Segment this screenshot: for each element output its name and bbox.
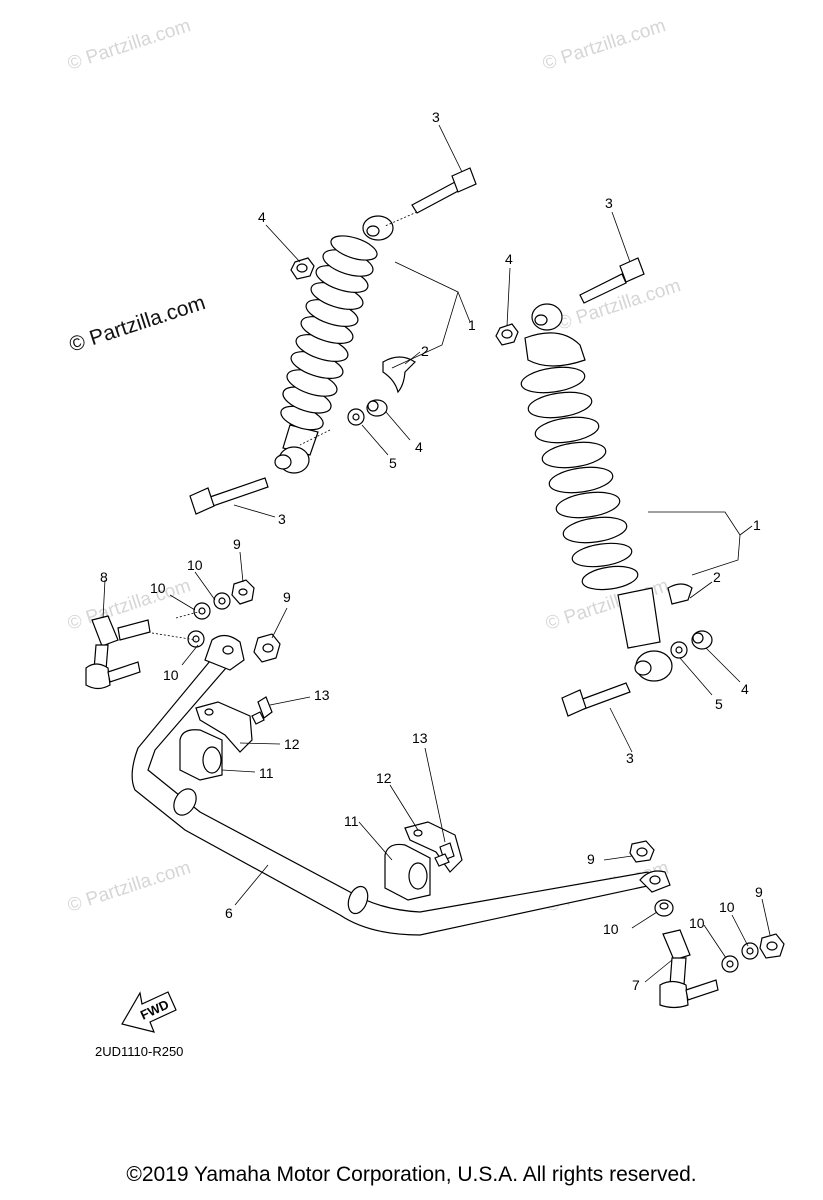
callout-4: 4 <box>258 209 266 225</box>
callout-3: 3 <box>626 750 634 766</box>
callout-10: 10 <box>603 921 619 937</box>
callout-2: 2 <box>713 569 721 585</box>
callout-10: 10 <box>150 580 166 596</box>
callout-12: 12 <box>284 736 300 752</box>
left-link-washer-lower <box>187 630 205 648</box>
right-link-nut-lower <box>759 933 785 959</box>
callout-3: 3 <box>278 511 286 527</box>
left-washer <box>347 408 365 426</box>
right-lower-bolt <box>561 682 631 717</box>
left-bushing <box>179 729 223 781</box>
left-end-link <box>85 615 151 690</box>
right-lower-collar <box>691 630 713 650</box>
callout-3: 3 <box>432 109 440 125</box>
right-coil-spring <box>520 366 639 591</box>
right-bracket-bolt <box>434 842 455 867</box>
callout-11: 11 <box>344 813 359 829</box>
callout-8: 8 <box>100 569 108 585</box>
left-link-washer-upper <box>213 592 231 610</box>
callout-5: 5 <box>389 455 397 471</box>
callout-12: 12 <box>376 770 392 786</box>
callout-10: 10 <box>187 557 203 573</box>
watermark: © Partzilla.com <box>65 15 193 75</box>
right-bushing <box>384 843 431 901</box>
callout-9: 9 <box>283 589 291 605</box>
left-bracket-bolt <box>251 696 273 725</box>
left-link-nut-lower <box>253 633 281 663</box>
callout-10: 10 <box>719 899 735 915</box>
right-cover-2 <box>667 583 693 605</box>
stabilizer-bar <box>131 634 671 936</box>
leader-lines <box>102 124 771 983</box>
left-lower-bolt <box>189 477 269 515</box>
fwd-arrow: FWD <box>121 991 177 1033</box>
left-cover-2 <box>382 356 416 394</box>
right-end-link <box>659 929 719 1009</box>
callout-2: 2 <box>421 343 429 359</box>
right-link-washer-a <box>721 955 739 973</box>
right-shock-absorber <box>520 303 673 682</box>
left-link-washer-mid <box>193 602 211 620</box>
callout-10: 10 <box>689 915 705 931</box>
callout-5: 5 <box>715 696 723 712</box>
callout-6: 6 <box>225 905 233 921</box>
callout-9: 9 <box>755 884 763 900</box>
watermark: © Partzilla.com <box>65 857 193 917</box>
left-lower-collar <box>366 399 388 417</box>
callout-4: 4 <box>415 439 423 455</box>
callout-9: 9 <box>233 536 241 552</box>
callout-11: 11 <box>259 765 274 781</box>
left-upper-nut <box>290 257 315 280</box>
watermark-main: © Partzilla.com <box>66 291 208 357</box>
left-coil-spring <box>280 235 378 431</box>
callout-3: 3 <box>605 195 613 211</box>
right-link-washer-upper <box>654 899 674 917</box>
callout-1: 1 <box>753 517 761 533</box>
callout-4: 4 <box>741 681 749 697</box>
callout-4: 4 <box>505 251 513 267</box>
right-link-washer-b <box>741 942 759 960</box>
right-washer <box>670 641 688 659</box>
right-upper-bolt <box>579 257 645 304</box>
callout-13: 13 <box>412 730 428 746</box>
diagram-code: 2UD1110-R250 <box>95 1044 183 1059</box>
callout-1: 1 <box>468 317 476 333</box>
left-upper-bolt <box>411 167 477 214</box>
callouts: 3 4 1 2 4 5 3 3 4 1 2 4 5 3 9 10 8 10 9 … <box>100 109 763 993</box>
callout-7: 7 <box>632 977 640 993</box>
right-link-nut-upper <box>629 840 655 863</box>
callout-10: 10 <box>163 667 179 683</box>
right-upper-nut <box>495 323 519 346</box>
left-link-nut-upper <box>231 579 255 605</box>
callout-9: 9 <box>587 851 595 867</box>
watermark: © Partzilla.com <box>540 15 668 75</box>
left-bracket <box>195 701 253 753</box>
callout-13: 13 <box>314 687 330 703</box>
left-shock-absorber <box>274 215 394 474</box>
copyright-notice: ©2019 Yamaha Motor Corporation, U.S.A. A… <box>126 1163 697 1186</box>
